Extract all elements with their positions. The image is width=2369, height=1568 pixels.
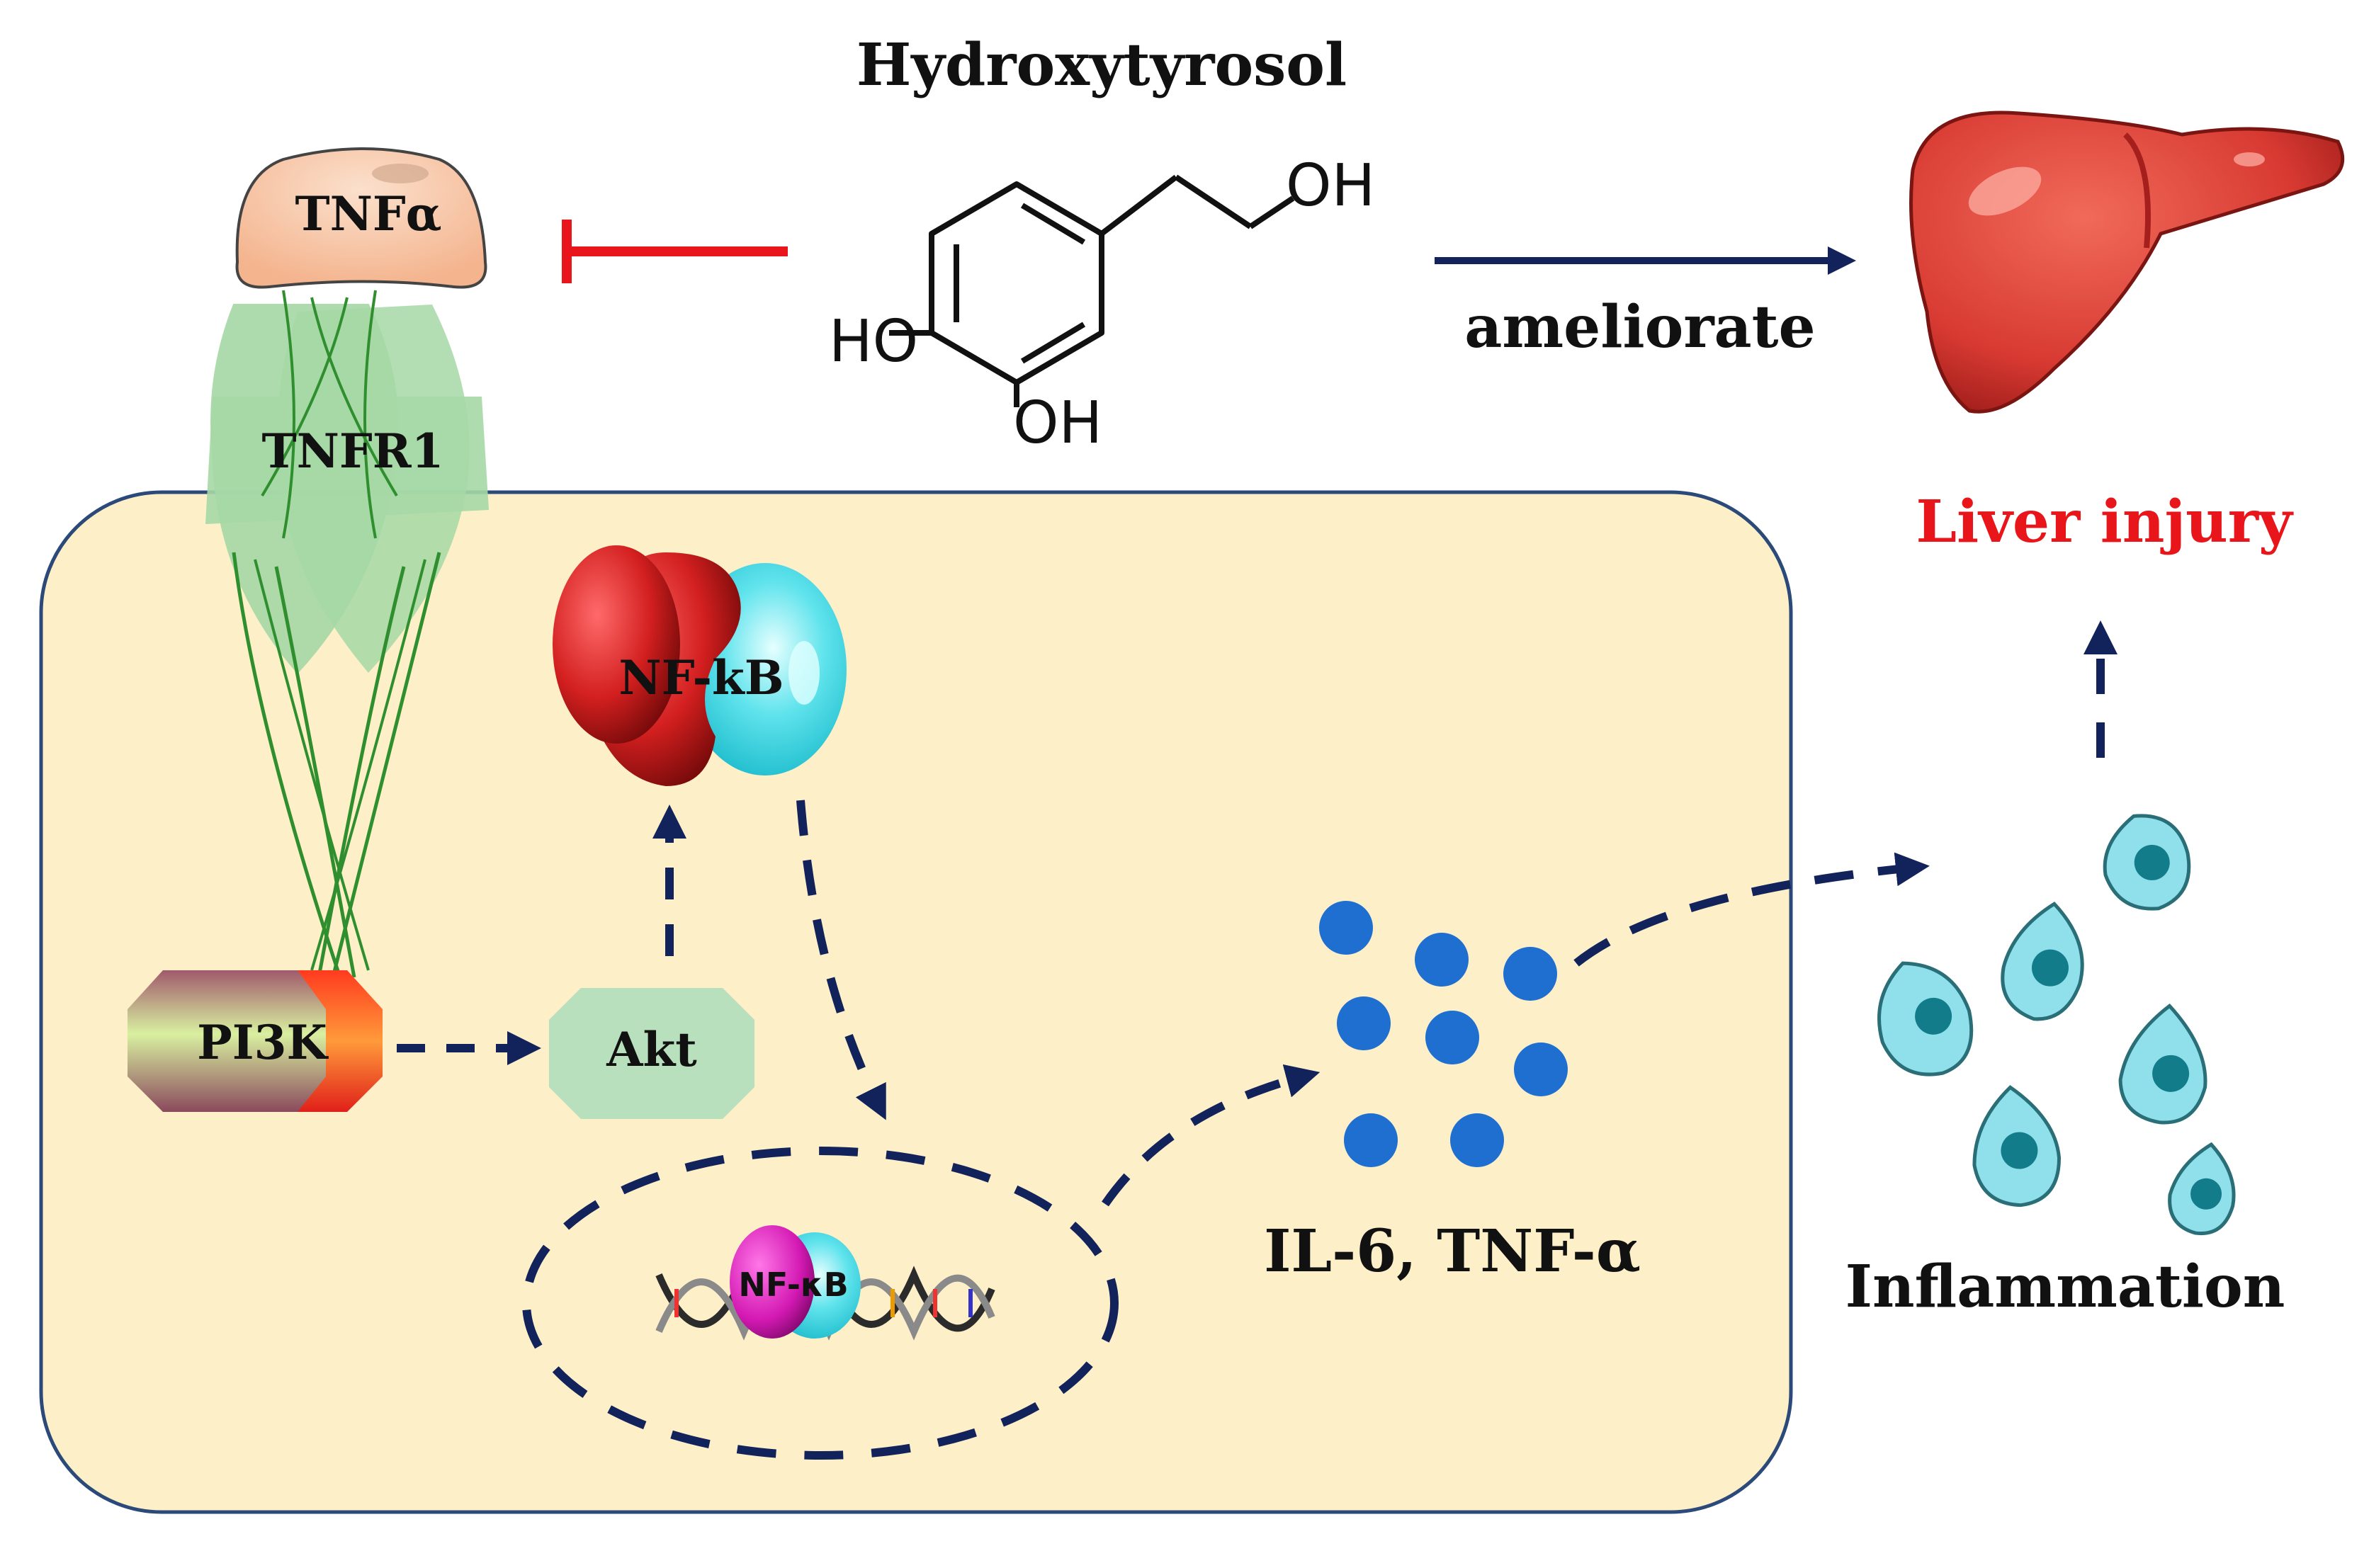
ameliorate-label: ameliorate	[1464, 293, 1815, 361]
akt-node	[549, 988, 754, 1119]
nfkb-dna-label: NF-κB	[738, 1266, 848, 1304]
tnf-alpha-ligand	[235, 147, 487, 289]
liver-icon	[1909, 110, 2345, 414]
hydroxytyrosol-structure	[889, 174, 1295, 407]
nfkb-cytoplasm-label: NF-kB	[618, 650, 784, 705]
cytokines-label: IL-6, TNF-α	[1264, 1217, 1641, 1285]
cytokines-to-inflammation-arrow	[1573, 852, 1930, 967]
cytokine-dots	[1319, 901, 1568, 1167]
oh-bottom-label: OH	[1013, 390, 1102, 457]
liver-injury-label: Liver injury	[1916, 488, 2294, 556]
oh-top-label: OH	[1286, 152, 1375, 220]
akt-label: Akt	[606, 1022, 697, 1077]
cell-membrane	[39, 490, 1793, 1514]
tnfr1-receptor	[205, 290, 489, 978]
pi3k-label: PI3K	[197, 1015, 329, 1070]
diagram-title: Hydroxytyrosol	[856, 31, 1347, 99]
nfkb-dna-complex	[730, 1225, 861, 1339]
nfkb-complex	[553, 545, 847, 786]
pi3k-node	[128, 970, 383, 1112]
inflammatory-cells	[1877, 814, 2236, 1236]
oh-left-label: HO	[829, 308, 918, 375]
inflammation-label: Inflammation	[1845, 1253, 2285, 1321]
inhibition-arrow	[562, 220, 788, 283]
nucleus	[522, 1147, 1119, 1460]
tnf-alpha-label: TNFα	[295, 186, 441, 242]
tnfr1-label: TNFR1	[261, 424, 443, 479]
nucleus-to-cytokines-arrow	[1102, 1064, 1321, 1207]
